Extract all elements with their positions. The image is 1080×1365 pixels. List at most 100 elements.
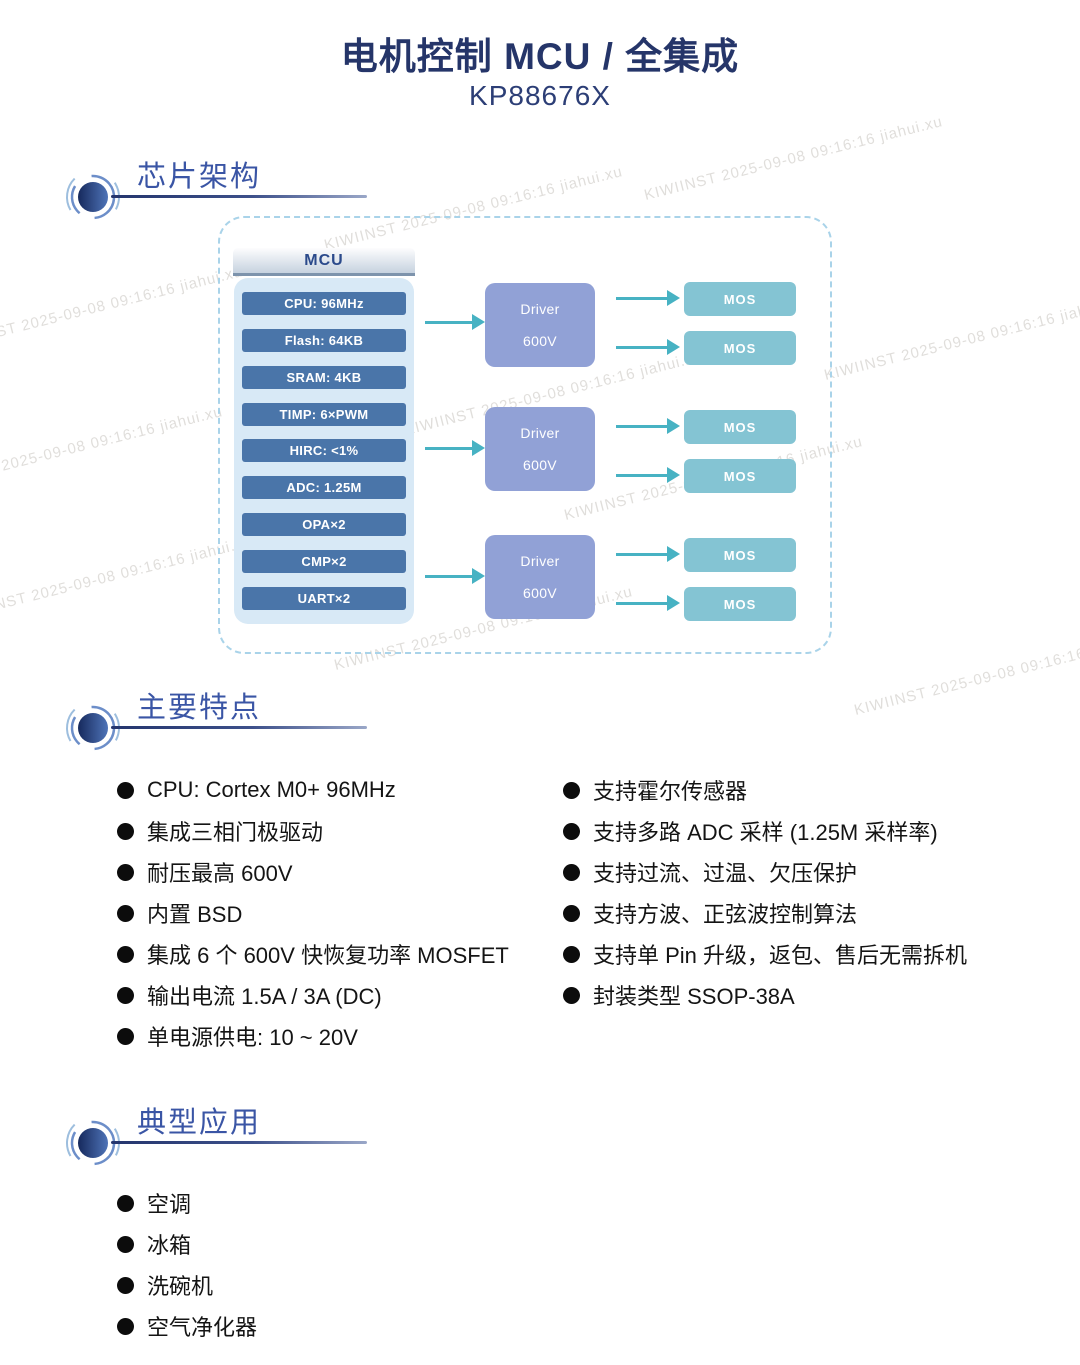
arrow-mcu-to-driver-1	[425, 313, 485, 330]
feature-text: 支持多路 ADC 采样 (1.25M 采样率)	[593, 820, 938, 845]
mcu-block-flash: Flash: 64KB	[242, 328, 406, 352]
section-architecture-header: 芯片架构	[55, 153, 475, 245]
arrow-driver-to-mos-4	[616, 466, 680, 483]
watermark-text: KIWIINST 2025-09-08 09:16:16 jiahui.xu	[642, 113, 945, 204]
features-right-column: 支持霍尔传感器 支持多路 ADC 采样 (1.25M 采样率) 支持过流、过温、…	[563, 779, 967, 1009]
watermark-text: KIWIINST 2025-09-08 09:16:16 jiahui.xu	[0, 403, 225, 494]
mcu-block-cpu: CPU: 96MHz	[242, 291, 406, 315]
bullet-dot	[117, 945, 134, 963]
section-underline	[111, 726, 367, 729]
section-bullet-icon	[66, 1116, 120, 1170]
mos-box-5: MOS	[684, 538, 796, 572]
features-left-column: CPU: Cortex M0+ 96MHz 集成三相门极驱动 耐压最高 600V…	[117, 777, 509, 1050]
feature-item: 耐压最高 600V	[117, 861, 509, 886]
bullet-dot	[117, 1027, 134, 1045]
feature-item: 支持过流、过温、欠压保护	[563, 861, 967, 886]
mcu-block-hirc: HIRC: <1%	[242, 439, 406, 463]
section-bullet-icon	[66, 701, 120, 755]
application-text: 冰箱	[147, 1233, 192, 1258]
mos-box-3: MOS	[684, 410, 796, 444]
section-bullet-icon	[66, 170, 120, 225]
application-item: 冰箱	[117, 1233, 257, 1258]
application-text: 洗碗机	[147, 1274, 214, 1299]
driver-voltage: 600V	[523, 457, 557, 473]
bullet-dot	[117, 904, 134, 922]
section-title-features: 主要特点	[137, 692, 262, 724]
bullet-dot	[117, 781, 134, 799]
section-underline	[111, 1141, 367, 1144]
mcu-block-cmp: CMP×2	[242, 550, 406, 574]
application-text: 空气净化器	[147, 1315, 258, 1340]
driver-label: Driver	[520, 301, 560, 317]
feature-item: 集成三相门极驱动	[117, 820, 509, 845]
mos-box-6: MOS	[684, 587, 796, 621]
mos-box-2: MOS	[684, 331, 796, 365]
driver-box-3: Driver 600V	[485, 535, 595, 619]
bullet-dot	[117, 1194, 134, 1212]
watermark-text: KIWIINST 2025-09-08 09:16:16 jiahui.xu	[0, 263, 245, 354]
mcu-block-timp: TIMP: 6×PWM	[242, 402, 406, 426]
driver-box-2: Driver 600V	[485, 407, 595, 491]
feature-text: 支持霍尔传感器	[593, 779, 748, 804]
application-item: 洗碗机	[117, 1274, 257, 1299]
application-text: 空调	[147, 1192, 192, 1217]
applications-list: 空调 冰箱 洗碗机 空气净化器	[117, 1192, 257, 1340]
bullet-dot	[117, 986, 134, 1004]
driver-label: Driver	[520, 425, 560, 441]
mcu-block-list: CPU: 96MHz Flash: 64KB SRAM: 4KB TIMP: 6…	[234, 278, 414, 624]
part-number: KP88676X	[469, 80, 611, 111]
page-title: 电机控制 MCU / 全集成	[340, 36, 740, 77]
arrow-driver-to-mos-1	[616, 289, 680, 306]
bullet-dot	[563, 904, 580, 922]
bullet-dot	[563, 863, 580, 881]
feature-item: 支持单 Pin 升级，返包、售后无需拆机	[563, 943, 967, 968]
section-applications-header: 典型应用	[55, 1099, 475, 1191]
mcu-block-opa: OPA×2	[242, 513, 406, 537]
feature-item: 支持霍尔传感器	[563, 779, 967, 804]
bullet-dot	[117, 1276, 134, 1294]
feature-text: 输出电流 1.5A / 3A (DC)	[147, 984, 382, 1009]
feature-text: 封装类型 SSOP-38A	[593, 984, 795, 1009]
arrow-driver-to-mos-5	[616, 545, 680, 562]
bullet-dot	[563, 945, 580, 963]
feature-item: 内置 BSD	[117, 902, 509, 927]
watermark-text: KIWIINST 2025-09-08 09:16:16 jiahui.xu	[822, 293, 1080, 384]
feature-text: CPU: Cortex M0+ 96MHz	[147, 777, 396, 802]
feature-text: 耐压最高 600V	[147, 861, 293, 886]
bullet-dot	[117, 1317, 134, 1335]
bullet-dot	[117, 863, 134, 881]
arrow-driver-to-mos-6	[616, 594, 680, 611]
section-features-header: 主要特点	[55, 684, 475, 776]
mcu-block-uart: UART×2	[242, 587, 406, 611]
mos-box-4: MOS	[684, 459, 796, 493]
feature-item: 单电源供电: 10 ~ 20V	[117, 1025, 509, 1050]
driver-label: Driver	[520, 553, 560, 569]
watermark-text: KIWIINST 2025-09-08 09:16:16 jiahui.xu	[0, 533, 255, 624]
arrow-driver-to-mos-3	[616, 417, 680, 434]
bullet-dot	[563, 781, 580, 799]
feature-item: 集成 6 个 600V 快恢复功率 MOSFET	[117, 943, 509, 968]
mcu-block-sram: SRAM: 4KB	[242, 365, 406, 389]
driver-voltage: 600V	[523, 585, 557, 601]
feature-text: 支持过流、过温、欠压保护	[593, 861, 858, 886]
mcu-block-adc: ADC: 1.25M	[242, 476, 406, 500]
arrow-mcu-to-driver-2	[425, 439, 485, 456]
feature-item: 支持多路 ADC 采样 (1.25M 采样率)	[563, 820, 967, 845]
arrow-driver-to-mos-2	[616, 338, 680, 355]
feature-item: 输出电流 1.5A / 3A (DC)	[117, 984, 509, 1009]
watermark-text: KIWIINST 2025-09-08 09:16:16 jiahui.xu	[852, 628, 1080, 719]
feature-item: 封装类型 SSOP-38A	[563, 984, 967, 1009]
chip-architecture-diagram: MCU CPU: 96MHz Flash: 64KB SRAM: 4KB TIM…	[218, 216, 832, 654]
driver-box-1: Driver 600V	[485, 283, 595, 367]
section-title-applications: 典型应用	[137, 1107, 262, 1139]
section-underline	[111, 195, 367, 198]
feature-text: 支持方波、正弦波控制算法	[593, 902, 858, 927]
feature-text: 集成 6 个 600V 快恢复功率 MOSFET	[147, 943, 509, 968]
bullet-dot	[117, 1235, 134, 1253]
arrow-mcu-to-driver-3	[425, 567, 485, 584]
bullet-dot	[117, 822, 134, 840]
feature-text: 集成三相门极驱动	[147, 820, 324, 845]
feature-text: 单电源供电: 10 ~ 20V	[147, 1025, 358, 1050]
feature-item: CPU: Cortex M0+ 96MHz	[117, 777, 509, 802]
